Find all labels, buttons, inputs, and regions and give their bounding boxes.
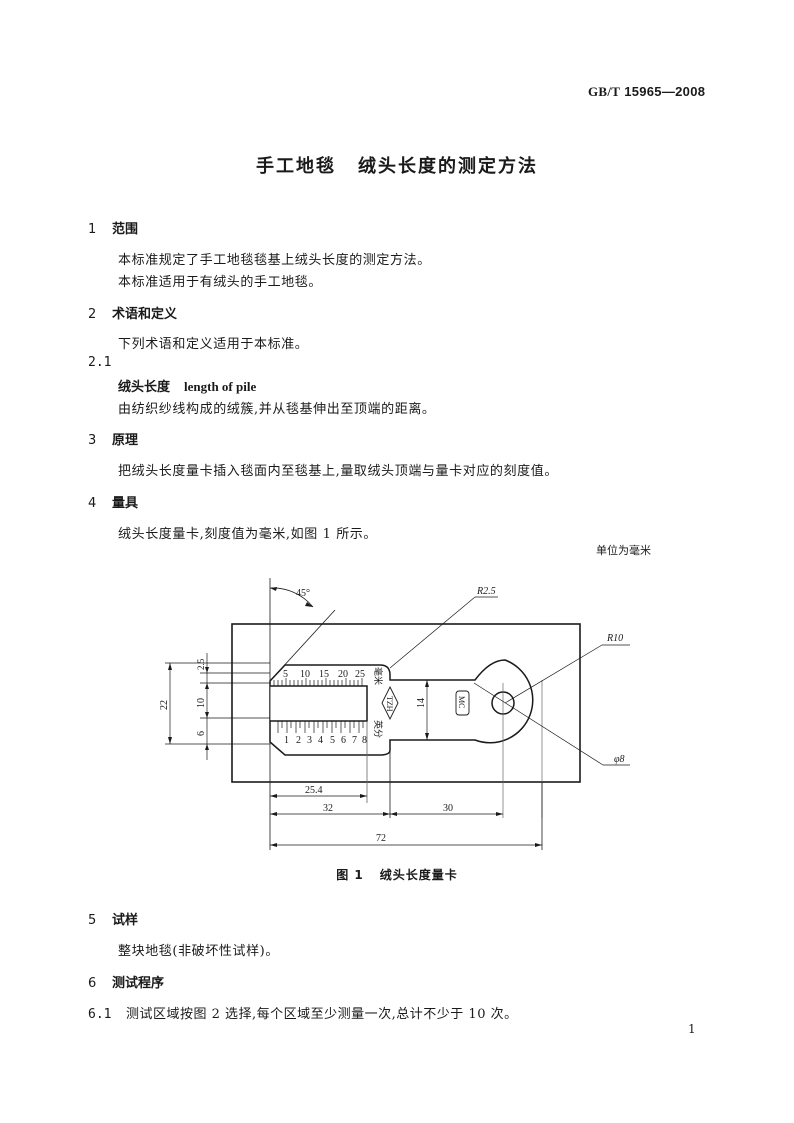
paragraph: 整块地毯(非破坏性试样)。 [118,944,279,959]
subclause-6-1: 6.1 测试区域按图 2 选择,每个区域至少测量一次,总计不少于 10 次。 [88,1003,518,1022]
dim-top-offset: 2.5 [196,658,206,670]
mm-scale-ticks [273,678,363,686]
svg-text:1: 1 [284,735,289,746]
subclause-number: 6.1 [88,1007,112,1022]
dim-center-distance: 30 [443,803,453,814]
section-title: 试样 [112,913,139,928]
svg-text:4: 4 [318,735,323,746]
section-heading-scope: 1 范围 [88,218,138,237]
paragraph: 本标准适用于有绒头的手工地毯。 [118,275,323,290]
svg-text:8: 8 [362,735,367,746]
title-part2: 绒头长度的测定方法 [358,156,538,177]
section-title: 术语和定义 [112,307,178,322]
section-heading-apparatus: 4 量具 [88,492,138,511]
section-heading-principle: 3 原理 [88,429,138,448]
paragraph: 本标准规定了手工地毯毯基上绒头长度的测定方法。 [118,253,431,268]
pile-gauge-figure: 45° R2.5 R10 φ8 5 10 15 20 25 1 2 3 4 5 … [159,578,630,850]
section-number: 2 [88,307,97,322]
section-title: 量具 [112,496,139,511]
dim-head-length: 32 [323,803,333,814]
angle-label: 45° [296,588,310,599]
section-number: 5 [88,913,97,928]
page-number: 1 [688,1022,696,1036]
dim-total-height: 22 [159,700,170,710]
inch-scale-labels: 1 2 3 4 5 6 7 8 [284,735,367,746]
paragraph: 绒头长度量卡,刻度值为毫米,如图 1 所示。 [118,527,378,542]
standard-number: GB/T 15965—2008 [588,84,705,100]
title-part1: 手工地毯 [256,156,336,177]
svg-text:15: 15 [319,669,329,680]
section-heading-terms: 2 术语和定义 [88,303,177,322]
dim-scale-length: 25.4 [305,785,323,796]
mm-unit-label: 毫米 [373,667,384,685]
standard-code: 15965—2008 [624,84,706,99]
radius-large-label: R10 [606,633,623,644]
svg-text:3: 3 [307,735,312,746]
svg-text:5: 5 [283,669,288,680]
dim-neck-width: 14 [416,698,427,708]
section-heading-specimen: 5 试样 [88,909,138,928]
dim-bottom-offset: 6 [196,731,207,736]
inch-scale-ticks [277,721,364,733]
svg-text:20: 20 [338,669,348,680]
figure-frame [231,623,581,783]
standard-prefix: GB/T [588,84,621,99]
subclause-text: 测试区域按图 2 选择,每个区域至少测量一次,总计不少于 10 次。 [126,1007,518,1022]
section-number: 1 [88,222,97,237]
paragraph: 把绒头长度量卡插入毯面内至毯基上,量取绒头顶端与量卡对应的刻度值。 [118,464,558,479]
hole-diameter-label: φ8 [614,754,625,765]
term-definition: 由纺织纱线构成的绒簇,并从毯基伸出至顶端的距离。 [118,402,436,417]
svg-text:7: 7 [352,735,357,746]
unit-note: 单位为毫米 [596,544,651,557]
tzh-mark: TZH [385,696,394,712]
gauge-slot [270,685,368,722]
section-number: 6 [88,976,97,991]
section-title: 范围 [112,222,139,237]
section-number: 4 [88,496,97,511]
figure-caption: 图 1 绒头长度量卡 [0,866,794,883]
dim-slot-width: 10 [196,698,207,708]
mc-mark: MC [457,696,466,708]
section-title: 原理 [112,433,139,448]
term-entry: 绒头长度 length of pile [118,376,256,395]
figure-number: 图 1 [336,868,364,882]
term-chinese: 绒头长度 [118,380,171,395]
paragraph: 下列术语和定义适用于本标准。 [118,337,309,352]
inch-unit-label: 英分 [373,720,384,738]
figure-title: 绒头长度量卡 [379,868,458,882]
document-title: 手工地毯 绒头长度的测定方法 [0,152,794,178]
section-heading-procedure: 6 测试程序 [88,972,164,991]
svg-text:2: 2 [296,735,301,746]
svg-text:10: 10 [300,669,310,680]
mm-scale-labels: 5 10 15 20 25 [283,669,365,680]
svg-text:25: 25 [355,669,365,680]
clause-number: 2.1 [88,355,112,370]
svg-text:6: 6 [341,735,346,746]
radius-small-label: R2.5 [476,586,496,597]
dim-total-length: 72 [376,833,386,844]
section-number: 3 [88,433,97,448]
svg-text:5: 5 [330,735,335,746]
term-english: length of pile [184,379,257,394]
section-title: 测试程序 [112,976,165,991]
